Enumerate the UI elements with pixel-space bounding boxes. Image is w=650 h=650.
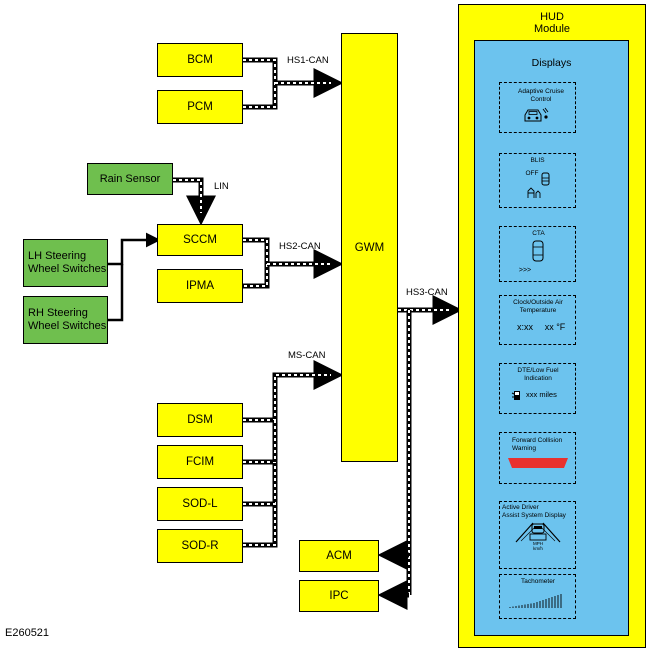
clock-label-line-1: Clock/Outside Air <box>513 299 563 306</box>
lh-switches-line-2: Wheel Switches <box>28 263 107 275</box>
blis-state: OFF <box>525 170 539 177</box>
hs1-can-label: HS1-CAN <box>287 55 329 66</box>
display-tachometer[interactable] <box>499 574 576 619</box>
fuel-pump-icon <box>511 391 520 400</box>
clock-label: Clock/Outside Air Temperature <box>504 299 572 314</box>
dte-label-line-1: DTE/Low Fuel <box>517 367 559 374</box>
adas-label-line-2: Assist System Display <box>502 511 566 519</box>
ms-can-bus <box>243 360 344 548</box>
ms-can-label: MS-CAN <box>288 350 326 361</box>
fcw-warning-bar <box>508 458 568 468</box>
acm-module[interactable]: ACM <box>299 540 379 572</box>
hud-module-title: HUD Module <box>458 11 646 35</box>
fcw-label-line-2: Warning <box>512 444 536 452</box>
dte-label-line-2: Indication <box>524 374 552 382</box>
gwm-module[interactable]: GWM <box>341 33 398 462</box>
display-forward-collision-warning[interactable] <box>499 432 576 484</box>
display-blis[interactable] <box>499 153 576 208</box>
hs2-can-bus <box>243 237 344 289</box>
adas-label: Active Driver Assist System Display <box>502 504 574 519</box>
displays-label: Displays <box>531 57 572 69</box>
rh-switches-line-2: Wheel Switches <box>28 320 107 332</box>
adas-units: MPH km/h <box>524 541 552 551</box>
blis-car-icon <box>527 172 550 198</box>
dte-label: DTE/Low Fuel Indication <box>504 367 572 382</box>
clock-label-line-2: Temperature <box>519 306 557 314</box>
lin-bus <box>173 177 216 226</box>
tachometer-bars-icon <box>509 594 562 608</box>
lin-label: LIN <box>214 181 229 192</box>
display-adaptive-cruise-control[interactable] <box>499 82 576 133</box>
hud-title-line-1: HUD <box>540 11 564 23</box>
bcm-module[interactable]: BCM <box>157 43 243 77</box>
adas-units-line-1: MPH <box>533 541 543 546</box>
rain-sensor[interactable]: Rain Sensor <box>87 163 173 195</box>
display-clock-outside-temperature[interactable] <box>499 295 576 345</box>
adas-label-line-1: Active Driver <box>502 504 539 511</box>
clock-temp: xx °F <box>544 322 566 332</box>
cta-car-icon <box>532 240 544 262</box>
hud-title-line-2: Module <box>533 23 571 35</box>
hs2-can-label: HS2-CAN <box>279 241 321 252</box>
ipc-module[interactable]: IPC <box>299 580 379 612</box>
pcm-module[interactable]: PCM <box>157 90 243 124</box>
tachometer-label: Tachometer <box>521 578 555 585</box>
fcim-module[interactable]: FCIM <box>157 445 243 479</box>
adas-road-icon <box>515 522 561 543</box>
lh-switches-line-1: LH Steering <box>28 250 87 262</box>
acc-car-icon <box>524 107 549 122</box>
sccm-module[interactable]: SCCM <box>157 224 243 256</box>
cta-arrows: >>> <box>518 267 532 274</box>
sod-r-module[interactable]: SOD-R <box>157 529 243 563</box>
hs3-can-label: HS3-CAN <box>406 287 448 298</box>
steering-switch-wiring <box>108 232 161 322</box>
sod-l-module[interactable]: SOD-L <box>157 487 243 521</box>
figure-reference-id: E260521 <box>5 627 50 639</box>
rh-steering-wheel-switches[interactable]: RH Steering Wheel Switches <box>23 296 108 344</box>
display-cta[interactable] <box>499 226 576 282</box>
fcw-label: Forward Collision Warning <box>512 437 572 452</box>
hs3-can-bus <box>377 295 463 610</box>
ipma-module[interactable]: IPMA <box>157 269 243 303</box>
adas-units-line-2: km/h <box>533 546 543 551</box>
dsm-module[interactable]: DSM <box>157 403 243 437</box>
cta-label: CTA <box>532 230 545 237</box>
blis-label: BLIS <box>530 157 545 164</box>
display-active-driver-assist[interactable] <box>499 501 576 569</box>
fcw-label-line-1: Forward Collision <box>512 437 563 444</box>
acc-label-line-1: Adaptive Cruise <box>518 88 564 95</box>
acc-label: Adaptive Cruise Control <box>510 88 572 103</box>
display-dte-low-fuel[interactable] <box>499 363 576 414</box>
hs1-can-bus <box>243 57 344 110</box>
clock-time: x:xx <box>516 322 533 332</box>
rh-switches-line-1: RH Steering <box>28 307 88 319</box>
acc-label-line-2: Control <box>530 95 552 103</box>
dte-value: xxx miles <box>526 390 557 399</box>
lh-steering-wheel-switches[interactable]: LH Steering Wheel Switches <box>23 239 108 287</box>
